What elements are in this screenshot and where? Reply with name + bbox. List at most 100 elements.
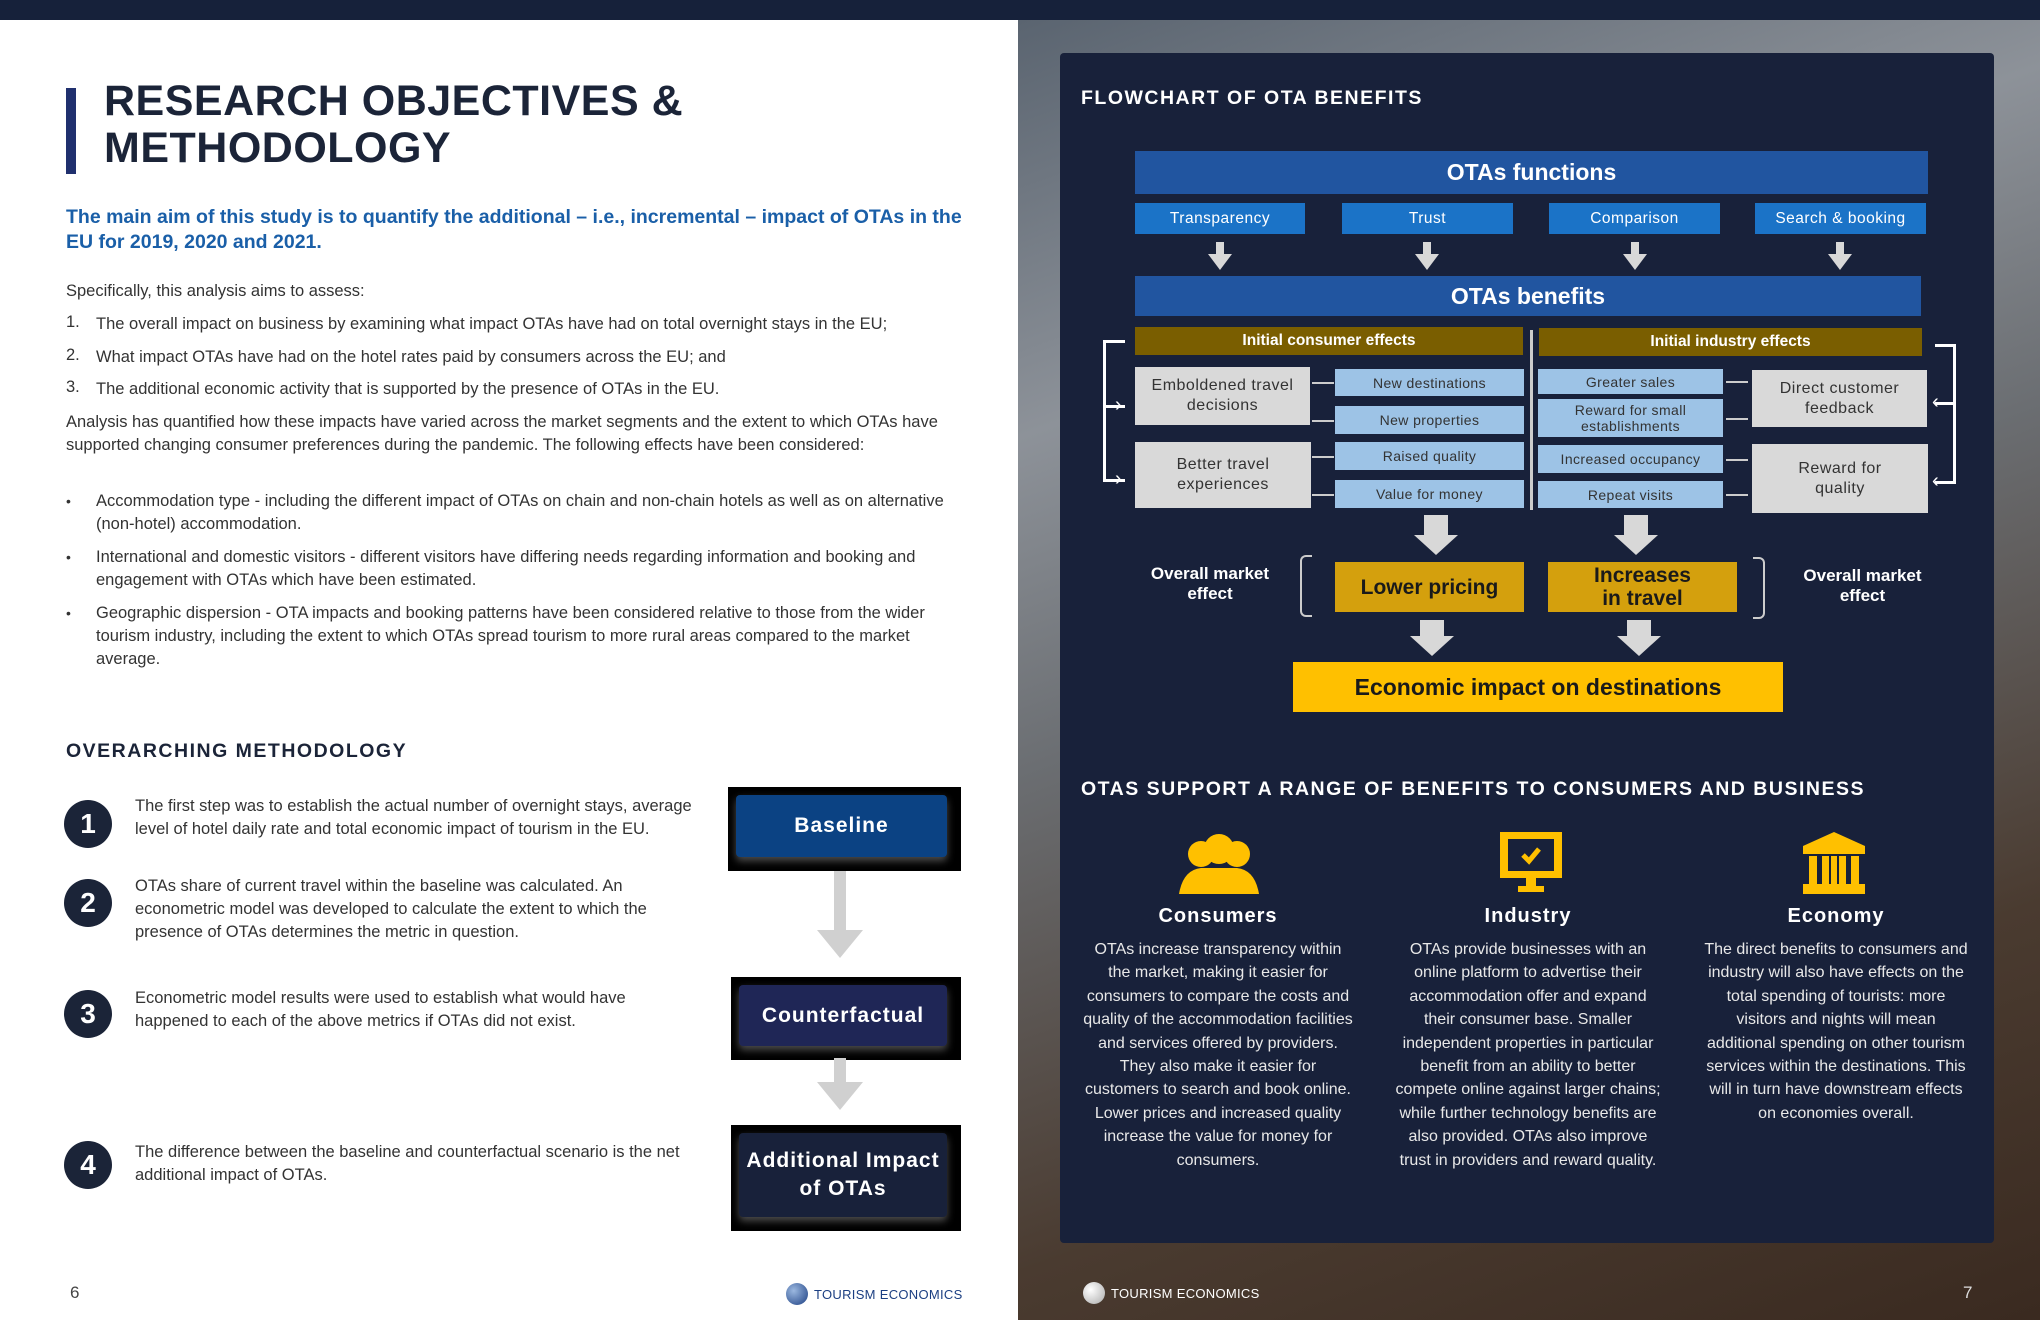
intro-statement: The main aim of this study is to quantif… — [66, 206, 962, 253]
arrow-shaft — [1424, 515, 1448, 537]
down-arrow-icon — [1828, 254, 1852, 270]
connector — [1312, 382, 1334, 384]
aim-text: The additional economic activity that is… — [96, 380, 720, 398]
analysis-text: Analysis has quantified how these impact… — [66, 413, 938, 454]
down-arrow-icon — [817, 930, 863, 958]
arrow-shaft — [1216, 242, 1224, 254]
arrow-shaft — [1420, 620, 1444, 638]
column-text: OTAs increase transparency within the ma… — [1083, 941, 1353, 1169]
bullet-icon: • — [66, 493, 71, 509]
counterfactual-box: Counterfactual — [731, 977, 961, 1060]
bullet-text: International and domestic visitors - di… — [96, 548, 916, 589]
aim-text: The overall impact on business by examin… — [96, 315, 888, 333]
page-title: RESEARCH OBJECTIVES & METHODOLOGY — [104, 77, 684, 172]
arrow-shaft — [1627, 620, 1651, 638]
industry-driver-box: Direct customer feedback — [1752, 370, 1927, 427]
brace-left — [1300, 555, 1312, 617]
step-number-badge: 2 — [64, 879, 112, 927]
divider — [1530, 330, 1533, 510]
arrow-shaft — [1631, 242, 1639, 254]
page-number: 7 — [1963, 1283, 1973, 1302]
bracket-line — [1103, 340, 1125, 343]
aim-number: 1. — [66, 313, 80, 331]
down-arrow-icon — [1614, 535, 1658, 555]
step-number-badge: 1 — [64, 800, 112, 848]
tourism-economics-logo: TOURISM ECONOMICS — [786, 1283, 963, 1305]
consumer-driver-box: Better travel experiences — [1135, 442, 1311, 508]
bracket-line — [1103, 479, 1125, 482]
consumer-outcome: Raised quality — [1335, 442, 1524, 470]
down-arrow-icon — [1415, 254, 1439, 270]
industry-outcome: Reward for small establishments — [1538, 399, 1723, 437]
bullet-icon: • — [66, 549, 71, 565]
feedback-bracket-left — [1103, 340, 1106, 482]
column-heading: Consumers — [1158, 905, 1278, 927]
step-text: Econometric model results were used to e… — [135, 989, 626, 1030]
step-text: The first step was to establish the actu… — [135, 797, 692, 838]
otas-benefits-bar: OTAs benefits — [1135, 276, 1921, 316]
bullet-text: Accommodation type - including the diffe… — [96, 492, 944, 533]
down-arrow-icon — [1617, 636, 1661, 656]
bracket-line — [1935, 402, 1956, 405]
bracket-line — [1935, 481, 1956, 484]
column-heading: Industry — [1484, 905, 1572, 927]
aim-number: 3. — [66, 378, 80, 396]
consumer-effects-header: Initial consumer effects — [1135, 327, 1523, 355]
connector — [1312, 456, 1334, 458]
baseline-box: Baseline — [728, 787, 961, 871]
connector — [1312, 494, 1334, 496]
industry-outcome: Repeat visits — [1538, 481, 1723, 508]
industry-outcome: Greater sales — [1538, 369, 1723, 394]
step-text: The difference between the baseline and … — [135, 1143, 680, 1184]
down-arrow-icon — [1208, 254, 1232, 270]
flowchart-title: FLOWCHART OF OTA BENEFITS — [1081, 87, 1423, 109]
arrow-shaft — [834, 871, 846, 941]
function-box: Comparison — [1549, 203, 1720, 234]
down-arrow-icon — [1623, 254, 1647, 270]
column-text: OTAs provide businesses with an online p… — [1395, 941, 1661, 1169]
down-arrow-icon — [1410, 636, 1454, 656]
methodology-heading: OVERARCHING METHODOLOGY — [66, 740, 408, 762]
connector — [1726, 459, 1748, 461]
connector — [1312, 420, 1334, 422]
overall-market-effect-label: Overall market effect — [1150, 564, 1270, 603]
right-arrow-icon: › — [1115, 468, 1122, 490]
down-arrow-icon — [817, 1082, 863, 1110]
arrow-shaft — [1836, 242, 1844, 254]
economic-impact-box: Economic impact on destinations — [1293, 662, 1783, 712]
bullet-icon: • — [66, 605, 71, 621]
globe-icon — [786, 1283, 808, 1305]
connector — [1726, 381, 1748, 383]
function-box: Trust — [1342, 203, 1513, 234]
connector — [1726, 418, 1748, 420]
additional-impact-box: Additional Impact of OTAs — [731, 1125, 961, 1231]
column-text: The direct benefits to consumers and ind… — [1704, 941, 1968, 1122]
people-icon — [1179, 834, 1259, 894]
feedback-bracket-right — [1953, 344, 1956, 484]
arrow-shaft — [1624, 515, 1648, 537]
brace-right — [1753, 557, 1765, 619]
specifically-text: Specifically, this analysis aims to asse… — [66, 282, 365, 300]
bullet-text: Geographic dispersion - OTA impacts and … — [96, 604, 925, 668]
function-box: Transparency — [1135, 203, 1305, 234]
left-arrow-icon: ‹ — [1932, 470, 1939, 492]
consumer-driver-box: Emboldened travel decisions — [1135, 367, 1310, 425]
right-arrow-icon: › — [1115, 394, 1122, 416]
support-title: OTAS SUPPORT A RANGE OF BENEFITS TO CONS… — [1081, 778, 1866, 800]
monitor-check-icon — [1500, 832, 1562, 892]
bank-icon — [1803, 832, 1865, 894]
arrow-shaft — [1423, 242, 1431, 254]
consumer-outcome: Value for money — [1335, 480, 1524, 508]
globe-icon — [1083, 1282, 1105, 1304]
left-arrow-icon: ‹ — [1932, 391, 1939, 413]
step-text: OTAs share of current travel within the … — [135, 877, 647, 941]
title-accent-bar — [66, 88, 76, 174]
lower-pricing-box: Lower pricing — [1335, 562, 1524, 612]
bracket-line — [1935, 344, 1956, 347]
arrow-shaft — [834, 1058, 846, 1086]
increases-travel-box: Increases in travel — [1548, 562, 1737, 612]
overall-market-effect-label: Overall market effect — [1803, 566, 1922, 605]
industry-driver-box: Reward for quality — [1752, 444, 1928, 513]
